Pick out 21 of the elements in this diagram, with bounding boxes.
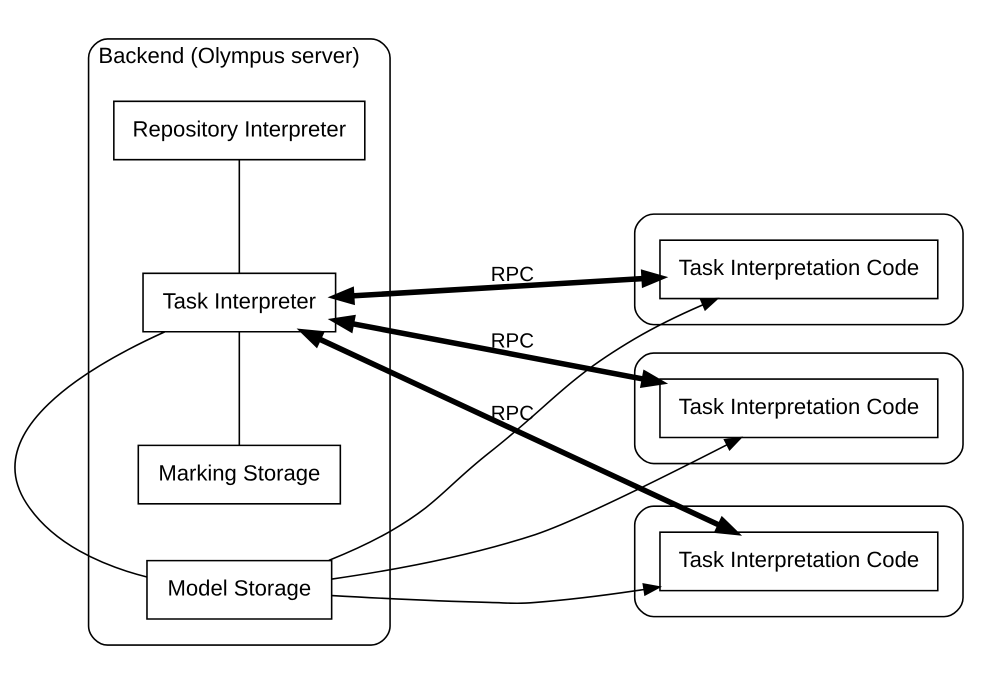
- node-box: Marking Storage: [138, 444, 342, 504]
- arrow: [332, 582, 662, 604]
- connector: [14, 330, 166, 578]
- connector: [238, 332, 240, 445]
- cluster: [634, 504, 964, 617]
- arrow: [328, 297, 720, 561]
- node-box: Task Interpretation Code: [659, 238, 939, 299]
- arrow: [332, 436, 744, 580]
- cluster: [634, 352, 964, 464]
- arrow: [296, 328, 742, 536]
- arrow: [328, 268, 668, 305]
- node-box: Model Storage: [146, 559, 332, 620]
- cluster: [634, 212, 964, 325]
- connector: [238, 160, 240, 272]
- node-box: Repository Interpreter: [113, 100, 366, 160]
- arrow: [328, 314, 668, 388]
- node-box: Task Interpretation Code: [659, 378, 939, 438]
- edge-label: RPC: [490, 328, 534, 352]
- node-box: Task Interpreter: [142, 272, 336, 332]
- edge-label: RPC: [490, 262, 534, 286]
- node-box: Task Interpretation Code: [659, 530, 939, 591]
